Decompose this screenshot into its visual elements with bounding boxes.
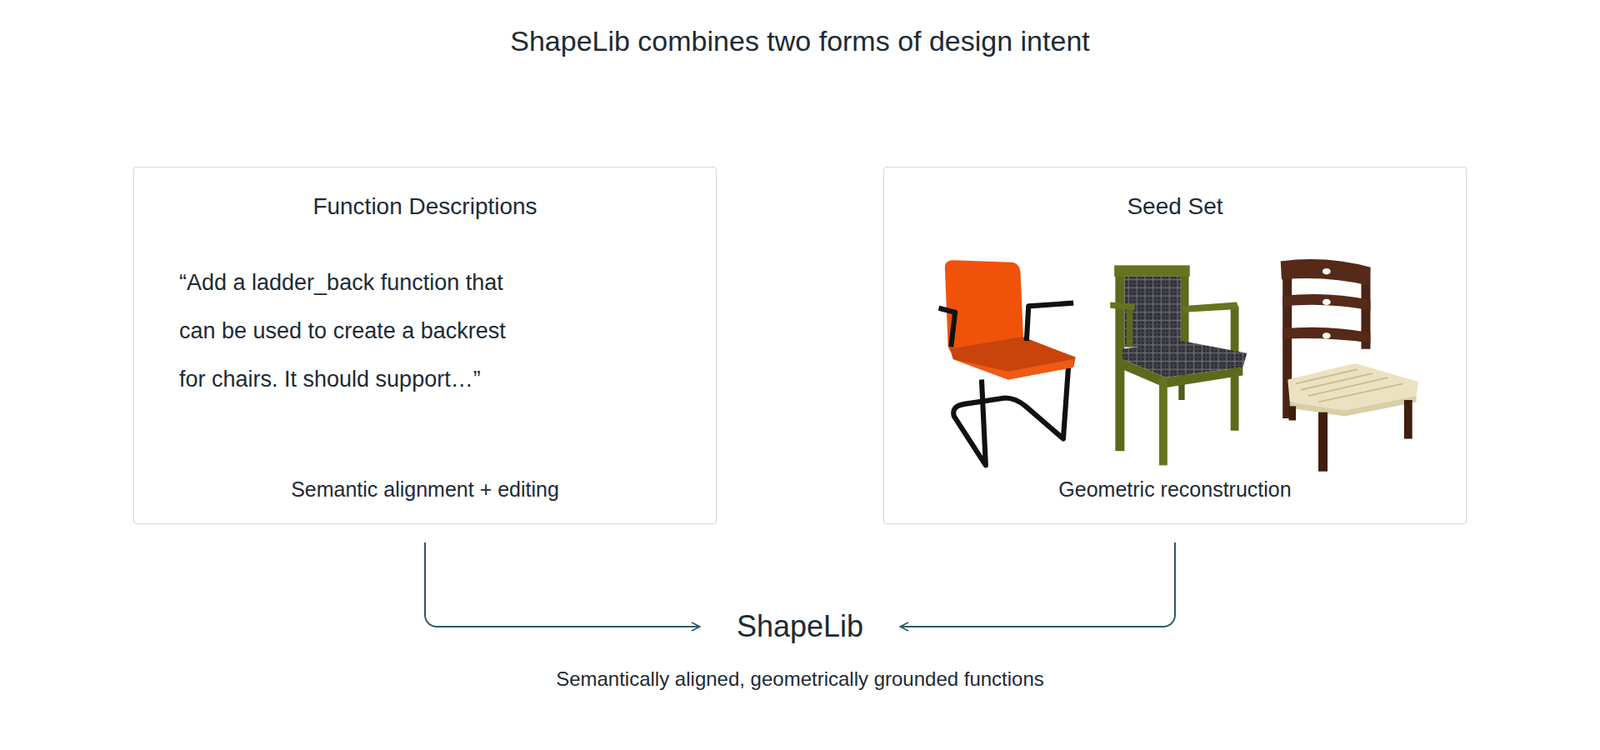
chair-apron: [1122, 359, 1243, 388]
rail-hole: [1322, 299, 1331, 305]
panel-box: Function Descriptions “Add a ladder_back …: [133, 166, 717, 525]
chair-leg: [1318, 412, 1328, 472]
chair-rail: [1282, 294, 1370, 310]
chair-leg: [1159, 377, 1168, 465]
function-description: “Add a ladder_back function that can be …: [179, 258, 521, 404]
flow-arrow: [425, 542, 700, 627]
chair-seat: [950, 336, 1076, 380]
chair-arm: [939, 308, 956, 348]
chair-rail: [1282, 327, 1370, 344]
chair-back: [945, 260, 1024, 353]
chair-frame: [953, 367, 1069, 466]
chair-arm: [1110, 301, 1135, 310]
diagram-title: ShapeLib combines two forms of design in…: [0, 24, 1600, 58]
chair-leg: [1178, 380, 1185, 400]
chair-seat-edge: [953, 359, 1074, 380]
chair-rail: [1280, 259, 1371, 286]
chair-post: [1360, 267, 1370, 350]
chair-arm: [1026, 303, 1074, 341]
panel-box: Seed SetGeometric reconstruction: [883, 166, 1467, 525]
output-title: ShapeLib: [736, 609, 864, 645]
chair-post: [1282, 260, 1292, 419]
chair-leg: [1289, 405, 1297, 420]
panel-heading: Seed Set: [900, 192, 1450, 221]
rail-hole: [1322, 332, 1331, 339]
chair-leg: [1404, 400, 1413, 440]
chair-seat: [1122, 340, 1247, 378]
output-caption: Semantically aligned, geometrically grou…: [555, 666, 1045, 692]
cantilever-chair: [939, 260, 1076, 465]
chair-seat: [1287, 363, 1419, 410]
armchair: [1110, 265, 1247, 465]
chair-back: [1124, 276, 1180, 347]
chair-leg: [1230, 305, 1240, 430]
chair-arm-post: [1126, 305, 1133, 347]
panel-heading: Function Descriptions: [150, 192, 700, 221]
chair-seat-edge: [1290, 395, 1417, 416]
chair-rail: [1114, 265, 1190, 276]
chair-post: [1180, 267, 1190, 380]
rail-hole: [1322, 268, 1331, 275]
seat-stripe: [1295, 369, 1404, 402]
chair-arm: [1181, 301, 1240, 312]
ladder-back-chair: [1280, 259, 1419, 472]
seed-chairs: [939, 259, 1420, 472]
panel-footer: Geometric reconstruction: [900, 476, 1450, 502]
output-node: ShapeLibSemantically aligned, geometrica…: [731, 609, 869, 645]
chair-post: [1115, 267, 1125, 451]
flow-arrow: [900, 542, 1175, 627]
panel-footer: Semantic alignment + editing: [150, 476, 700, 502]
